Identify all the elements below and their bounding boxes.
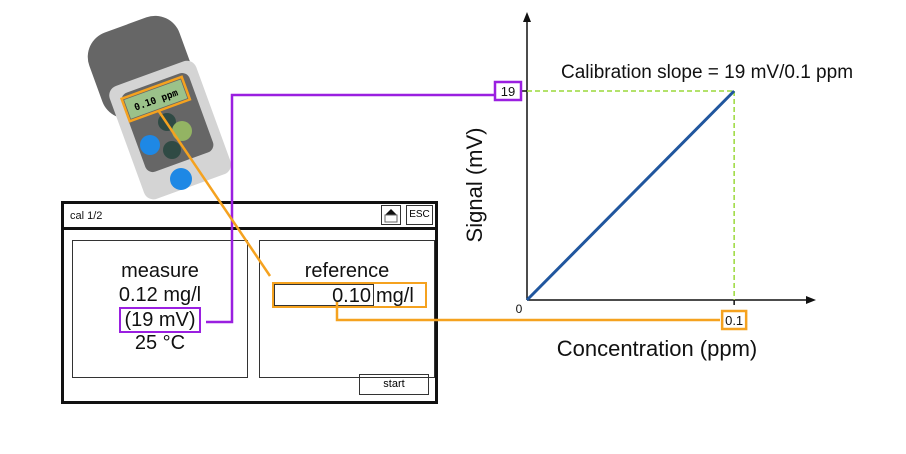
measured-signal: (19 mV) [119,307,201,333]
y-tick-label-highlight [493,80,523,102]
esc-button[interactable]: ESC [406,205,433,225]
x-axis-label: Concentration (ppm) [557,336,758,361]
calibration-window: cal 1/2 ESC measure 0.12 mg/l (19 mV) 25… [61,201,438,404]
eject-button[interactable] [381,205,401,225]
measure-panel: measure 0.12 mg/l (19 mV) 25 °C [72,240,248,378]
reference-unit: mg/l [376,285,414,307]
chart: Calibration slope = 19 mV/0.1 ppm Signal… [462,12,853,361]
calibration-line [525,89,736,302]
measured-temperature: 25 °C [134,332,186,354]
start-button[interactable]: start [359,374,429,395]
eject-icon [384,209,398,223]
device-button-blue-left[interactable] [140,135,160,155]
device-button-blue-bottom[interactable] [170,168,192,190]
y-axis-label: Signal (mV) [462,128,487,243]
window-title: cal 1/2 [70,210,103,222]
device-screen [124,79,188,119]
x-tick-label-highlight [720,309,748,331]
title-bar: cal 1/2 ESC [64,204,435,230]
x-tick-label: 0.1 [725,313,743,328]
y-tick-label: 19 [501,84,515,99]
reference-value-input[interactable]: 0.10 [274,284,374,307]
measured-concentration: 0.12 mg/l [118,284,202,306]
reference-heading: reference [304,260,390,282]
chart-title: Calibration slope = 19 mV/0.1 ppm [561,62,853,83]
handheld-meter: 0.10 ppm [87,15,232,200]
x-axis-arrow-icon [806,296,816,304]
y-axis-arrow-icon [523,12,531,22]
device-button-dark-bottom[interactable] [163,141,181,159]
device-button-green[interactable] [172,121,192,141]
measure-heading: measure [121,260,199,282]
origin-label: 0 [516,302,523,316]
